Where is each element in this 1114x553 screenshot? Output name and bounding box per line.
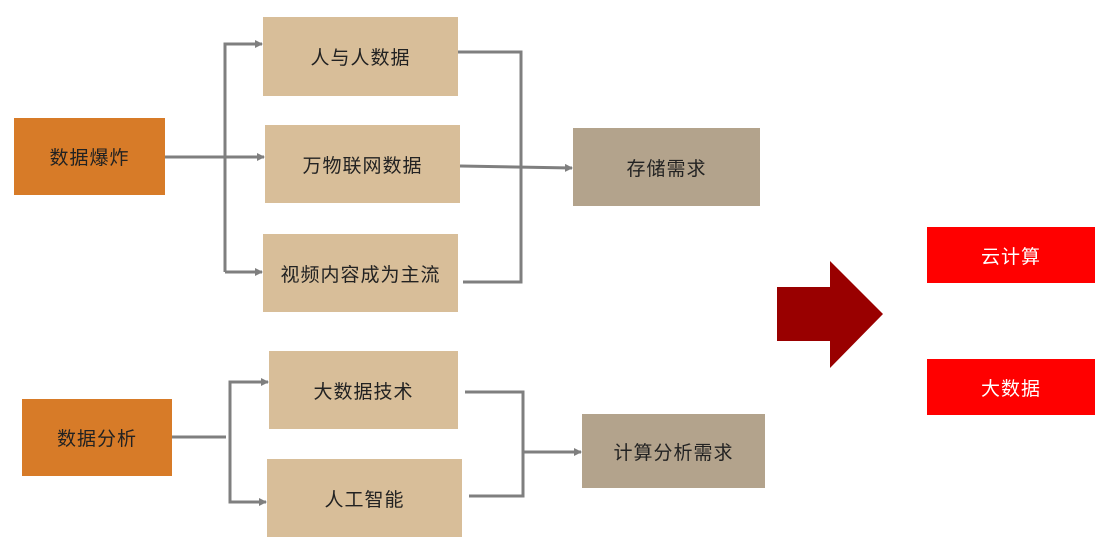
node-video-mainstream: 视频内容成为主流 xyxy=(263,234,458,312)
node-data-analysis: 数据分析 xyxy=(22,399,172,476)
node-data-explosion: 数据爆炸 xyxy=(14,118,165,195)
node-ai: 人工智能 xyxy=(267,459,462,537)
connector-branch-1 xyxy=(223,40,263,272)
node-person-to-person: 人与人数据 xyxy=(263,17,458,96)
node-storage-demand: 存储需求 xyxy=(573,128,760,206)
node-big-data-tech: 大数据技术 xyxy=(269,351,458,429)
node-iot-data: 万物联网数据 xyxy=(265,125,460,203)
node-compute-demand: 计算分析需求 xyxy=(582,414,765,488)
connector-merge-mid xyxy=(459,163,573,172)
node-big-data: 大数据 xyxy=(927,359,1095,415)
connector-merge-bottom xyxy=(465,390,525,498)
connector-branch-4 xyxy=(228,378,269,500)
big-arrow-icon xyxy=(777,261,883,368)
connector-branch-5 xyxy=(228,437,267,506)
node-cloud-computing: 云计算 xyxy=(927,227,1095,283)
